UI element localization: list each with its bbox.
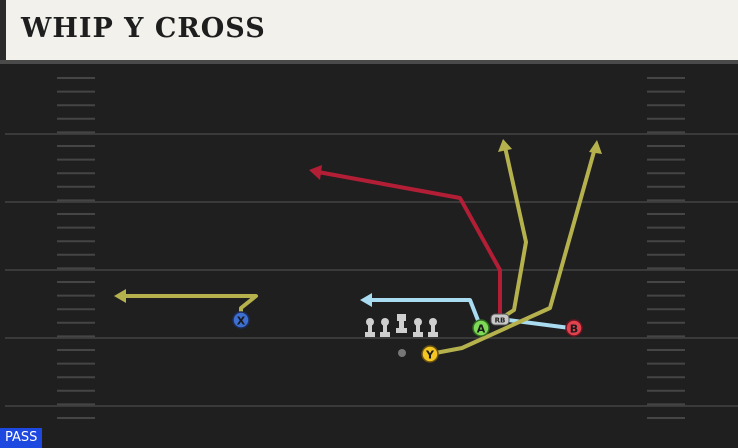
play-title: WHIP Y CROSS bbox=[21, 13, 266, 44]
header-accent-bar bbox=[0, 0, 6, 60]
player-b-label: B bbox=[570, 323, 578, 336]
player-y-icon[interactable]: Y bbox=[421, 345, 439, 363]
offensive-line bbox=[365, 314, 438, 337]
player-x-label: X bbox=[237, 315, 246, 328]
route-rb-corner bbox=[316, 170, 502, 321]
play-type-badge: PASS bbox=[0, 428, 43, 448]
player-a-icon[interactable]: A bbox=[472, 319, 490, 337]
route-rb-corner-arrowhead bbox=[309, 165, 322, 180]
hash-marks-left bbox=[57, 77, 95, 419]
play-header: WHIP Y CROSS bbox=[0, 0, 738, 64]
player-rb-icon[interactable]: RB bbox=[490, 313, 510, 326]
player-rb-label: RB bbox=[495, 317, 506, 325]
route-a-flat bbox=[366, 298, 483, 330]
route-rb-post-arrowhead bbox=[498, 139, 512, 152]
player-y-label: Y bbox=[425, 349, 435, 362]
route-x-arrowhead bbox=[114, 289, 126, 303]
lineman-left-tackle bbox=[365, 318, 375, 337]
route-y-cross bbox=[428, 146, 597, 356]
route-rb-release bbox=[498, 317, 572, 330]
route-y-cross-arrowhead bbox=[589, 140, 602, 154]
lineman-right-guard bbox=[413, 318, 423, 337]
hash-marks-right bbox=[647, 77, 685, 419]
center bbox=[396, 314, 407, 333]
header-divider bbox=[0, 60, 738, 64]
route-a-arrowhead bbox=[360, 293, 372, 307]
lineman-right-tackle bbox=[428, 318, 438, 337]
route-rb-post bbox=[498, 145, 528, 321]
player-b-icon[interactable]: B bbox=[565, 319, 583, 337]
player-a-label: A bbox=[477, 323, 486, 336]
lineman-left-guard bbox=[380, 318, 390, 337]
player-x-icon[interactable]: X bbox=[232, 311, 250, 329]
quarterback-marker bbox=[398, 349, 406, 357]
yard-lines bbox=[5, 133, 738, 407]
